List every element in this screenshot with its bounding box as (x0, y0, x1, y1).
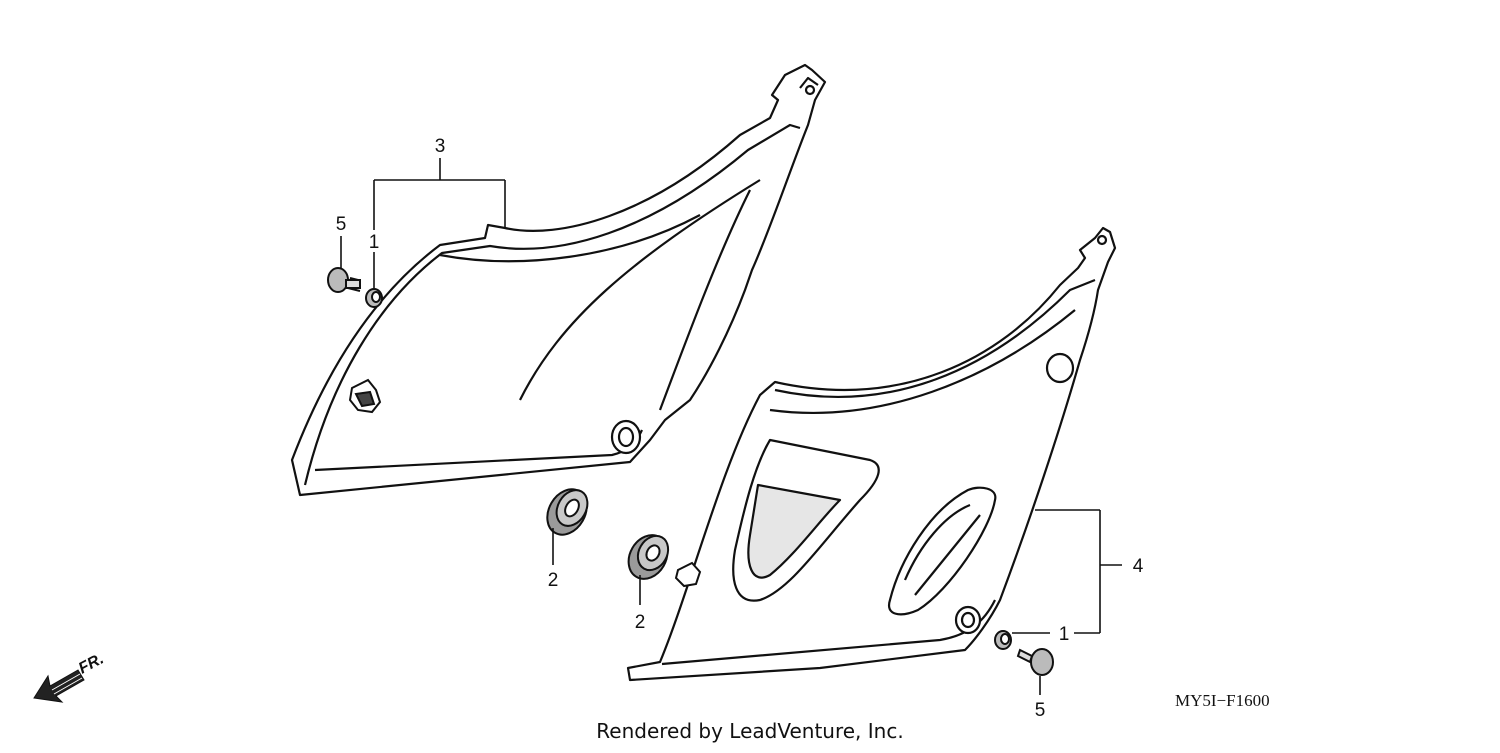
right-cover-clip (674, 561, 702, 588)
right-side-cover (626, 226, 1117, 682)
front-arrow-icon (33, 669, 85, 703)
callout-4: 4 (1133, 556, 1144, 577)
collar-right (994, 630, 1012, 650)
collar-left (365, 288, 383, 308)
grommet-right (627, 534, 670, 580)
left-side-cover (290, 63, 827, 497)
grommet-left (546, 488, 589, 536)
callout-1-right: 1 (1059, 624, 1070, 645)
callout-1-left: 1 (369, 232, 380, 253)
diagram-code: MY5I−F1600 (1175, 691, 1270, 710)
bolt-right (1016, 648, 1054, 676)
left-cover-clip (348, 378, 382, 414)
callout-2-right: 2 (635, 612, 646, 633)
callout-2-left: 2 (548, 570, 559, 591)
callout-3: 3 (435, 136, 446, 157)
footer-credit: Rendered by LeadVenture, Inc. (596, 719, 903, 743)
callout-5-left: 5 (336, 214, 347, 235)
callout-5-right: 5 (1035, 700, 1046, 721)
leader-lines (340, 158, 1122, 695)
bolt-left (327, 267, 361, 293)
